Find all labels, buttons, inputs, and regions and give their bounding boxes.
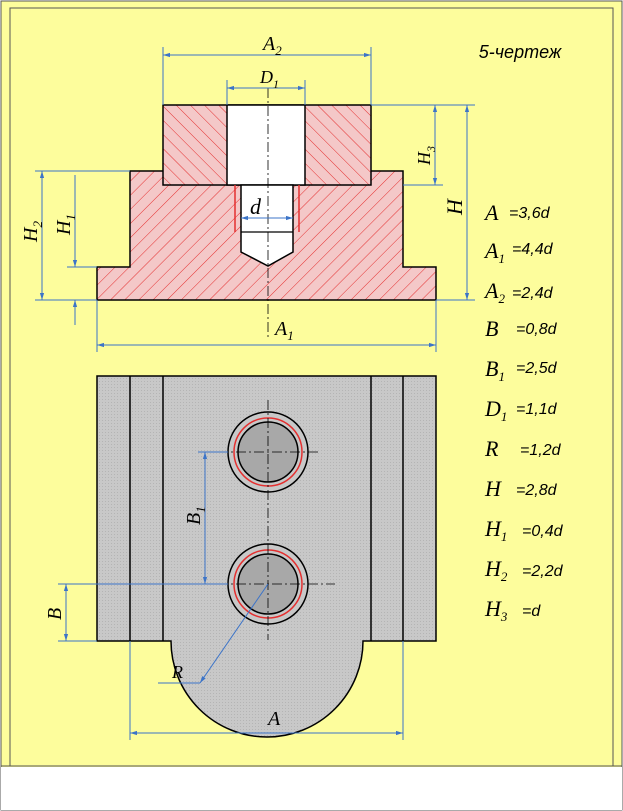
svg-text:=1,1d: =1,1d (516, 401, 558, 418)
dimension-lines (35, 47, 475, 740)
legend-row-R: R =1,2d (484, 436, 562, 461)
legend-row-A2: A2 =2,4d (483, 278, 554, 306)
legend-row-D1: D1 =1,1d (484, 396, 558, 424)
svg-text:=2,4d: =2,4d (512, 285, 554, 302)
svg-text:A2: A2 (483, 278, 505, 306)
label-A2: A2 (261, 33, 282, 58)
sheet-title: 5-чертеж (479, 42, 563, 62)
legend-row-H1: H1 =0,4d (484, 516, 564, 544)
svg-text:B1: B1 (485, 356, 505, 384)
svg-text:=2,5d: =2,5d (516, 360, 558, 377)
threaded-hole (240, 184, 294, 267)
svg-text:B: B (485, 316, 498, 341)
svg-text:A: A (483, 200, 499, 225)
label-R: R (171, 662, 183, 682)
label-B: B (44, 608, 66, 620)
svg-text:H3: H3 (414, 146, 438, 166)
svg-text:D1: D1 (484, 396, 507, 424)
section-view (96, 88, 437, 340)
svg-text:H2: H2 (20, 221, 45, 243)
plan-view (96, 375, 437, 738)
svg-text:H1: H1 (484, 516, 507, 544)
label-B1: B1 (183, 506, 208, 525)
svg-text:H3: H3 (484, 596, 508, 624)
formula-legend: A =3,6d A1 =4,4d A2 =2,4d B =0,8d B1 =2,… (483, 200, 564, 624)
label-A: A (266, 708, 281, 730)
legend-row-A: A =3,6d (483, 200, 551, 225)
svg-text:H: H (442, 198, 467, 216)
svg-text:R: R (484, 436, 499, 461)
svg-text:=2,2d: =2,2d (522, 563, 564, 580)
counterbore-hole (226, 104, 306, 186)
svg-text:B1: B1 (183, 506, 208, 525)
legend-row-H: H =2,8d (484, 476, 558, 501)
svg-text:A1: A1 (483, 238, 505, 266)
svg-text:H: H (484, 476, 502, 501)
svg-text:=3,6d: =3,6d (509, 205, 551, 222)
label-A1: A1 (273, 318, 294, 343)
label-H2: H2 (20, 221, 45, 243)
svg-text:=1,2d: =1,2d (520, 442, 562, 459)
svg-text:=0,4d: =0,4d (522, 523, 564, 540)
legend-row-A1: A1 =4,4d (483, 238, 554, 266)
svg-text:=2,8d: =2,8d (516, 482, 558, 499)
legend-row-H2: H2 =2,2d (484, 556, 564, 584)
svg-text:=d: =d (522, 603, 541, 620)
svg-text:H2: H2 (484, 556, 508, 584)
svg-text:B: B (44, 608, 66, 620)
label-H: H (442, 198, 467, 216)
svg-text:H1: H1 (53, 214, 78, 236)
label-D1: D1 (259, 67, 279, 91)
label-d: d (250, 194, 262, 219)
svg-text:=0,8d: =0,8d (516, 321, 558, 338)
svg-text:=4,4d: =4,4d (512, 241, 554, 258)
legend-row-H3: H3 =d (484, 596, 541, 624)
label-H1: H1 (53, 214, 78, 236)
legend-row-B: B =0,8d (485, 316, 558, 341)
label-H3: H3 (414, 146, 438, 166)
legend-row-B1: B1 =2,5d (485, 356, 558, 384)
